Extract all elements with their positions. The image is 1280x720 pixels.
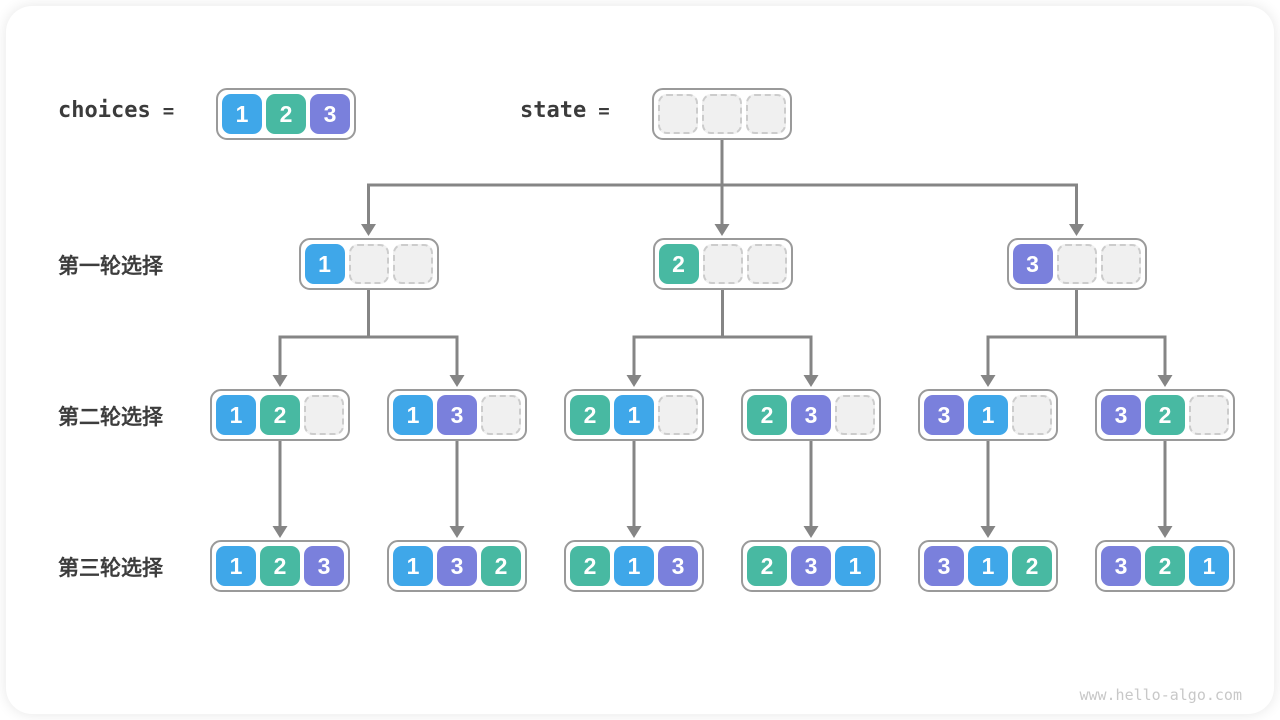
tree-node-round1-2: 2 bbox=[652, 238, 793, 290]
value-cell: 2 bbox=[260, 395, 300, 435]
value-cell: 2 bbox=[570, 546, 610, 586]
round-2-label: 第二轮选择 bbox=[58, 406, 163, 429]
value-cell: 3 bbox=[1101, 546, 1141, 586]
value-cell: 2 bbox=[747, 546, 787, 586]
empty-slot bbox=[392, 244, 433, 284]
empty-slot bbox=[746, 244, 787, 284]
empty-slot bbox=[304, 395, 344, 435]
state-label: state = bbox=[520, 98, 610, 123]
value-cell: 3 bbox=[791, 395, 831, 435]
empty-slot bbox=[746, 94, 786, 134]
watermark: www.hello-algo.com bbox=[1079, 686, 1242, 704]
value-cell: 2 bbox=[747, 395, 787, 435]
empty-slot bbox=[1189, 395, 1229, 435]
value-cell: 3 bbox=[924, 395, 964, 435]
state-array bbox=[652, 88, 792, 140]
value-cell: 2 bbox=[570, 395, 610, 435]
empty-slot bbox=[835, 395, 875, 435]
empty-slot bbox=[348, 244, 389, 284]
empty-slot bbox=[658, 395, 698, 435]
value-cell: 2 bbox=[481, 546, 521, 586]
value-cell: 3 bbox=[791, 546, 831, 586]
value-cell: 3 bbox=[310, 94, 350, 134]
value-cell: 3 bbox=[437, 546, 477, 586]
value-cell: 2 bbox=[266, 94, 306, 134]
empty-slot bbox=[702, 244, 743, 284]
value-cell: 1 bbox=[216, 546, 256, 586]
choices-label-text: choices bbox=[58, 98, 151, 123]
value-cell: 3 bbox=[1101, 395, 1141, 435]
value-cell: 3 bbox=[924, 546, 964, 586]
empty-slot bbox=[481, 395, 521, 435]
value-cell: 1 bbox=[216, 395, 256, 435]
value-cell: 1 bbox=[222, 94, 262, 134]
value-cell: 2 bbox=[260, 546, 300, 586]
value-cell: 1 bbox=[1189, 546, 1229, 586]
value-cell: 1 bbox=[393, 395, 433, 435]
empty-slot bbox=[1056, 244, 1097, 284]
value-cell: 1 bbox=[614, 546, 654, 586]
value-cell: 3 bbox=[658, 546, 698, 586]
empty-slot bbox=[702, 94, 742, 134]
empty-slot bbox=[1100, 244, 1141, 284]
round-3-label: 第三轮选择 bbox=[58, 557, 163, 580]
value-cell: 1 bbox=[393, 546, 433, 586]
empty-slot bbox=[1012, 395, 1052, 435]
value-cell: 1 bbox=[835, 546, 875, 586]
value-cell: 2 bbox=[1012, 546, 1052, 586]
empty-slot bbox=[658, 94, 698, 134]
value-cell: 1 bbox=[968, 395, 1008, 435]
tree-node-round1-1: 1 bbox=[298, 238, 439, 290]
value-cell: 1 bbox=[968, 546, 1008, 586]
value-cell: 1 bbox=[304, 244, 345, 284]
round-1-label: 第一轮选择 bbox=[58, 255, 163, 278]
value-cell: 2 bbox=[1145, 546, 1185, 586]
value-cell: 3 bbox=[437, 395, 477, 435]
value-cell: 1 bbox=[614, 395, 654, 435]
value-cell: 2 bbox=[1145, 395, 1185, 435]
choices-equals-sign: = bbox=[162, 100, 175, 122]
value-cell: 2 bbox=[658, 244, 699, 284]
state-equals-sign: = bbox=[598, 100, 610, 122]
tree-node-round1-3: 3 bbox=[1006, 238, 1147, 290]
choices-label: choices = bbox=[58, 98, 174, 123]
value-cell: 3 bbox=[304, 546, 344, 586]
value-cell: 3 bbox=[1012, 244, 1053, 284]
state-label-text: state bbox=[520, 98, 587, 123]
